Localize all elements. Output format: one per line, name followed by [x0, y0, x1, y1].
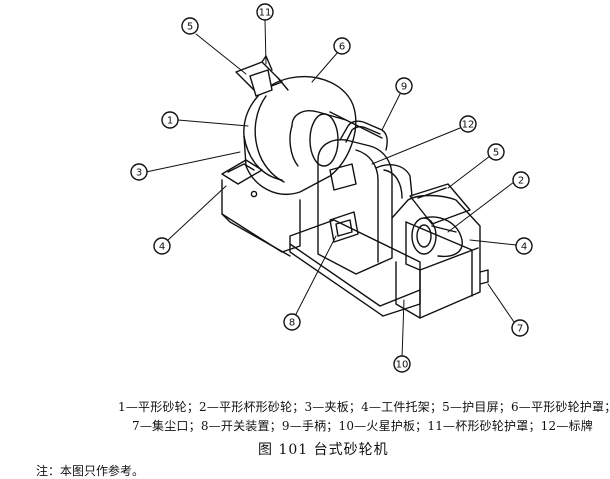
eye-shield-left: [235, 55, 283, 97]
callout-1: 1: [161, 111, 179, 129]
legend-line-1: 1—平形砂轮；2—平形杯形砂轮；3—夹板；4—工件托架；5—护目屏；6—平形砂轮…: [118, 400, 610, 414]
callout-12: 12: [459, 115, 477, 133]
handle: [339, 120, 388, 151]
svg-text:1: 1: [167, 116, 173, 127]
svg-text:5: 5: [493, 148, 499, 159]
callout-4-right: 4: [515, 237, 533, 255]
svg-text:4: 4: [159, 242, 165, 253]
bench-grinder-diagram: 11 5 6 9 1 12 5 3 2 4 4 8: [130, 3, 533, 373]
svg-text:3: 3: [136, 168, 142, 179]
work-rest-left: [221, 159, 263, 185]
motor: [289, 110, 383, 167]
svg-text:4: 4: [521, 242, 527, 253]
callout-6: 6: [333, 37, 351, 55]
svg-text:8: 8: [289, 318, 295, 329]
legend-line-2: 7—集尘口；8—开关装置；9—手柄；10—火星护板；11—杯形砂轮护罩；12—标…: [132, 419, 593, 433]
callout-9: 9: [395, 77, 413, 95]
svg-text:11: 11: [259, 8, 272, 19]
svg-text:9: 9: [401, 82, 407, 93]
figure-note: 注：本图只作参考。: [36, 464, 145, 478]
callout-3: 3: [130, 163, 148, 181]
svg-text:6: 6: [339, 42, 345, 53]
cup-wheel-guard: [391, 194, 481, 319]
svg-text:2: 2: [518, 176, 524, 187]
center-column: [317, 139, 393, 275]
right-shaft-housing: [375, 164, 413, 199]
eye-shield-right: [409, 183, 471, 225]
callout-5-left: 5: [181, 17, 199, 35]
callout-4-left: 4: [153, 237, 171, 255]
callout-5-right: 5: [487, 143, 505, 161]
nameplate: [329, 163, 357, 191]
figure-caption: 图 101 台式砂轮机: [258, 442, 389, 458]
callout-8: 8: [283, 313, 301, 331]
callout-10: 11: [256, 3, 274, 21]
svg-text:12: 12: [462, 120, 475, 131]
svg-text:5: 5: [187, 22, 193, 33]
callout-7: 7: [511, 319, 529, 337]
leader-lines: [145, 19, 517, 359]
switch-box: [329, 211, 359, 243]
dust-port: [479, 269, 489, 285]
callout-2: 2: [512, 171, 530, 189]
cup-wheel: [411, 216, 463, 258]
svg-text:7: 7: [517, 324, 523, 335]
callout-11: 10: [393, 355, 411, 373]
svg-text:10: 10: [396, 360, 409, 371]
left-housing: [221, 179, 301, 257]
